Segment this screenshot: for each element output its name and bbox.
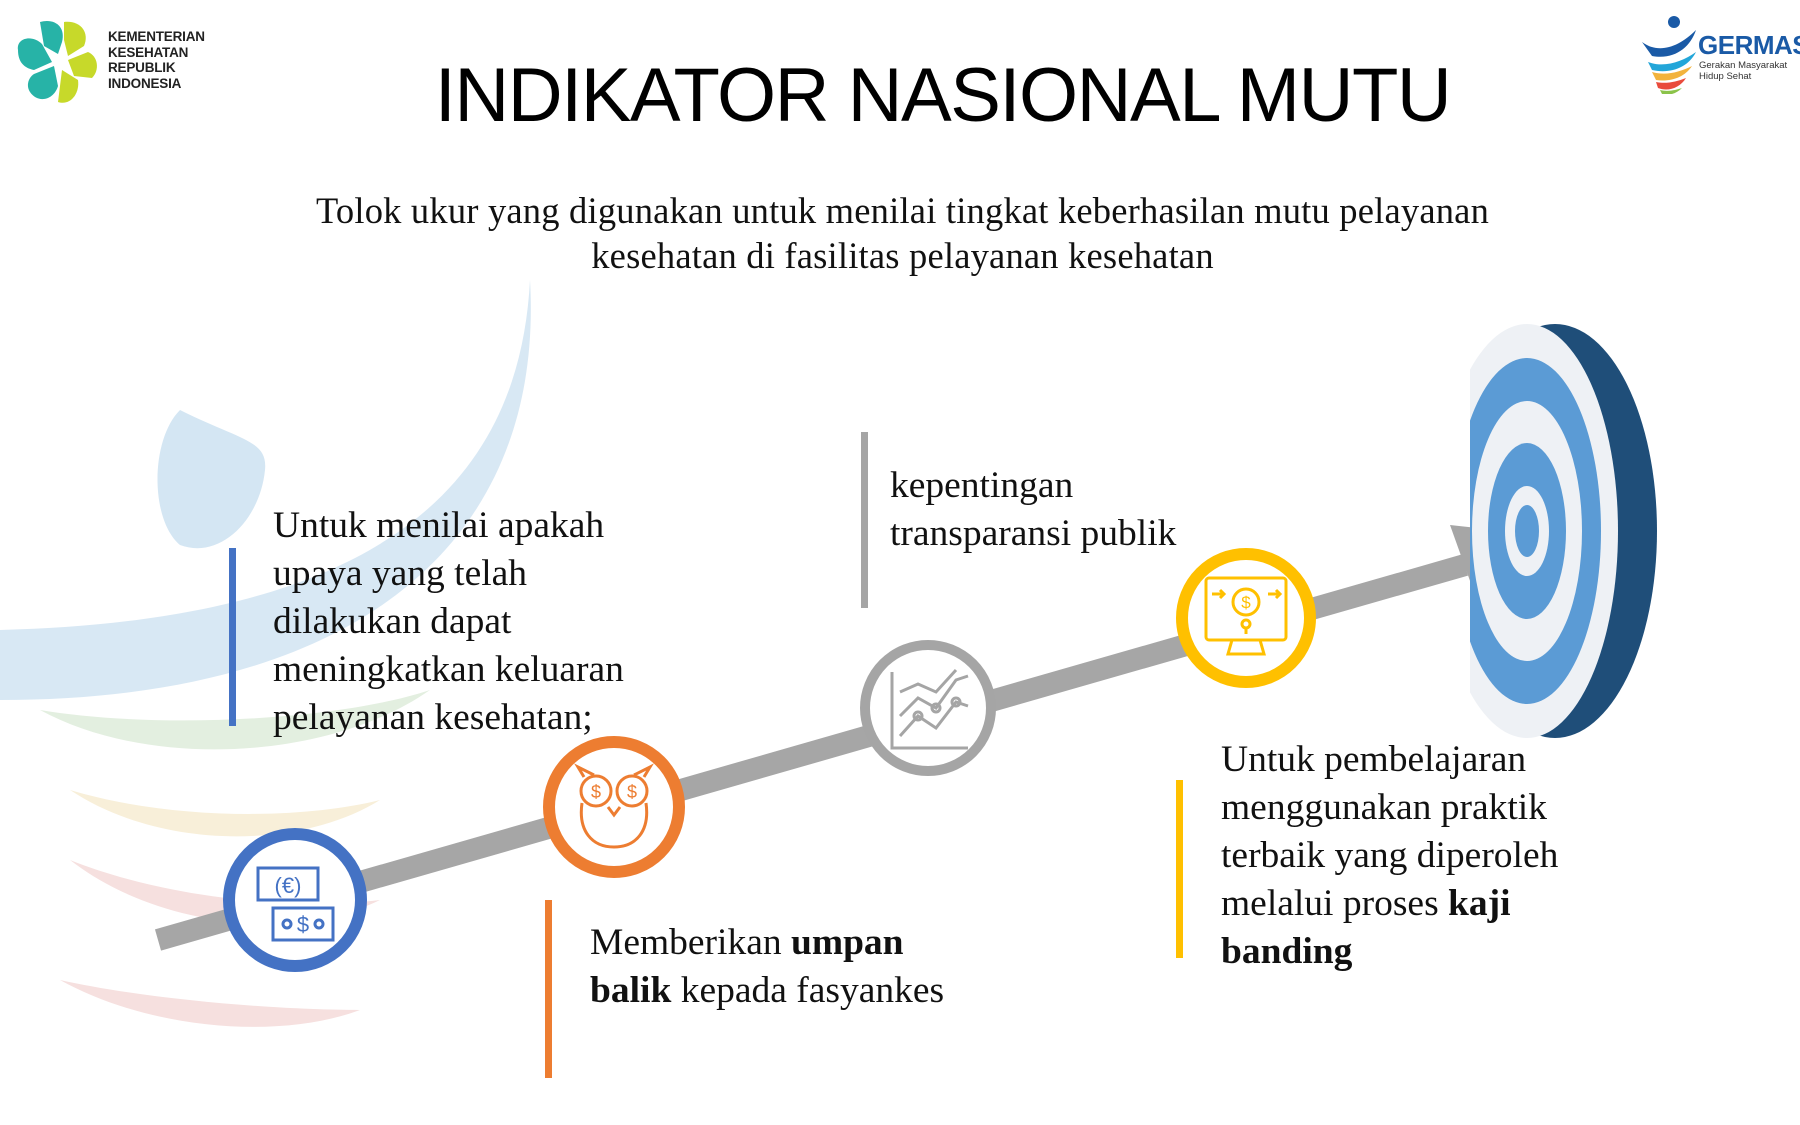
point4-accent-bar (1176, 780, 1183, 958)
svg-text:$: $ (591, 782, 601, 802)
svg-text:(€): (€) (275, 873, 302, 898)
germas-logo-subtitle: Gerakan Masyarakat Hidup Sehat (1699, 60, 1788, 82)
germas-logo-title: GERMAS (1698, 30, 1800, 60)
point2-accent-bar (545, 900, 552, 1078)
page-title: INDIKATOR NASIONAL MUTU (434, 53, 1452, 138)
target-icon (1470, 324, 1657, 738)
germas-logo (1642, 16, 1696, 94)
owl-money-icon: $ $ (543, 736, 685, 878)
point3-accent-bar (861, 432, 868, 608)
line-chart-icon (860, 640, 996, 776)
page-subtitle: Tolok ukur yang digunakan untuk menilai … (315, 190, 1490, 276)
svg-text:$: $ (297, 912, 309, 937)
money-exchange-icon: (€) $ (223, 828, 367, 972)
point4-text: Untuk pembelajaran menggunakan praktik t… (1221, 739, 1559, 972)
point1-text: Untuk menilai apakah upaya yang telah di… (273, 505, 624, 738)
point1-accent-bar (229, 548, 236, 726)
point3-text: kepentingan transparansi publik (890, 465, 1177, 554)
svg-text:$: $ (1241, 593, 1251, 612)
kemkes-logo (17, 20, 97, 103)
svg-text:$: $ (627, 782, 637, 802)
point2-text: Memberikan umpan balik kepada fasyankes (590, 922, 945, 1011)
monitor-money-icon: $ (1176, 548, 1316, 688)
kemkes-logo-text: KEMENTERIAN KESEHATAN REPUBLIK INDONESIA (108, 29, 205, 91)
